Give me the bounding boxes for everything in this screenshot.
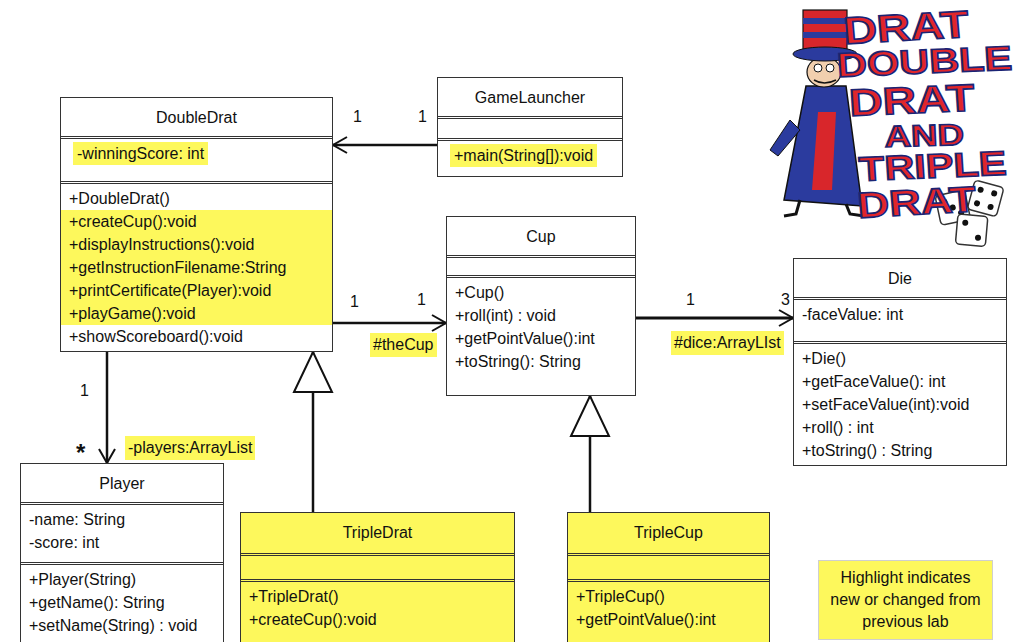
class-member: +toString(): String [447,350,635,373]
class-attribute: -name: String [21,508,223,531]
die-picture [955,214,988,247]
goggle [826,64,834,72]
class-member: +displayInstructions():void [61,233,332,256]
class-compartment: +TripleCup()+getPointValue():int [568,579,769,642]
class-box: Player-name: String-score: int+Player(St… [20,463,224,642]
class-member: +getFaceValue(): int [794,370,1006,393]
association-role: -players:ArrayList [125,436,255,460]
class-member: +createCup():void [61,210,332,233]
class-member: +main(String[]):void [438,144,622,167]
class-member: +setFaceValue(int):void [794,393,1006,416]
class-compartment [568,553,769,579]
multiplicity: 1 [353,106,362,128]
class-box: Cup +Cup()+roll(int) : void+getPointValue… [446,216,636,396]
class-member: +TripleDrat() [241,585,514,608]
class-compartment [438,116,622,138]
class-compartment: +Cup()+roll(int) : void+getPointValue():… [447,275,635,395]
class-box: TripleDrat +TripleDrat()+createCup():void [240,512,515,642]
highlighted-text: -winningScore: int [73,142,208,165]
class-compartment: +Die()+getFaceValue(): int+setFaceValue(… [794,341,1006,465]
class-compartment: +main(String[]):void [438,138,622,176]
class-compartment [241,553,514,579]
class-compartment: -name: String-score: int [21,502,223,562]
class-compartment: TripleCup [568,513,769,553]
class-member: +TripleCup() [568,585,769,608]
goggle [814,64,822,72]
class-compartment: +TripleDrat()+createCup():void [241,579,514,642]
class-compartment: -winningScore: int [61,136,332,181]
class-member: +roll() : int [794,416,1006,439]
class-box: DoubleDrat -winningScore: int +DoubleDrat(… [60,97,333,352]
association-role: #theCup [370,333,437,357]
class-member: +Player(String) [21,568,223,591]
class-compartment: Player [21,464,223,502]
class-member: +showScoreboard():void [61,325,332,348]
association-role: #dice:ArrayLIst [671,331,784,355]
note-box: Highlight indicates new or changed from … [818,560,993,640]
legs [784,200,864,216]
hat-stripe [803,18,847,24]
class-member: +toString() : String [794,439,1006,462]
multiplicity: 1 [80,380,89,402]
class-member: +getName(): String [21,591,223,614]
class-compartment: +Player(String)+getName(): String+setNam… [21,562,223,642]
note-text: Highlight indicates new or changed from … [829,567,982,633]
multiplicity: 1 [417,289,426,311]
logo-word: DRAT [848,79,976,122]
class-member: +getPointValue():int [568,608,769,631]
inheritance-arrow [312,352,315,512]
class-member: +getInstructionFilename:String [61,256,332,279]
class-name: Cup [447,220,635,248]
class-compartment: TripleDrat [241,513,514,553]
class-name: Player [21,467,223,495]
multiplicity: 1 [418,106,427,128]
class-name: TripleCup [568,516,769,544]
class-member: +playGame():void [61,302,332,325]
association-arrow [333,144,437,147]
class-box: GameLauncher +main(String[]):void [437,77,623,177]
class-compartment: DoubleDrat [61,98,332,136]
class-name: Die [794,262,1006,290]
class-member: +printCertificate(Player):void [61,279,332,302]
logo-word: DOUBLE [836,40,1013,81]
class-compartment [447,255,635,275]
class-name: GameLauncher [438,81,622,109]
class-compartment: -faceValue: int [794,297,1006,341]
logo-word: DRAT [856,181,977,224]
multiplicity: 1 [686,289,695,311]
class-attribute: -winningScore: int [61,142,332,165]
multiplicity: 1 [350,291,359,313]
class-compartment: Cup [447,217,635,255]
class-member: +roll(int) : void [447,304,635,327]
class-member: +Die() [794,347,1006,370]
class-attribute: -score: int [21,531,223,554]
hat-stripe [803,32,847,38]
class-compartment: +DoubleDrat()+createCup():void+displayIn… [61,181,332,351]
association-arrow [106,352,109,463]
class-member: +DoubleDrat() [61,187,332,210]
association-arrow [333,322,446,325]
class-box: Die -faceValue: int +Die()+getFaceValue():… [793,258,1007,466]
class-name: DoubleDrat [61,101,332,129]
coat-lining [812,112,836,190]
mouth [814,80,836,83]
class-name: TripleDrat [241,516,514,544]
class-member: +createCup():void [241,608,514,631]
logo-word: TRIPLE [858,146,1007,186]
association-arrow [636,317,793,320]
class-attribute: -faceValue: int [794,303,1006,326]
arm [770,120,800,156]
multiplicity: * [76,442,85,464]
hat [803,10,847,52]
inheritance-arrow [589,396,592,512]
class-member: +setName(String) : void [21,614,223,637]
class-compartment: GameLauncher [438,78,622,116]
class-member: +Cup() [447,281,635,304]
class-compartment: Die [794,259,1006,297]
class-box: TripleCup +TripleCup()+getPointValue():in… [567,512,770,642]
multiplicity: 3 [781,289,790,311]
highlighted-text: +main(String[]):void [450,144,597,167]
class-member: +getPointValue():int [447,327,635,350]
